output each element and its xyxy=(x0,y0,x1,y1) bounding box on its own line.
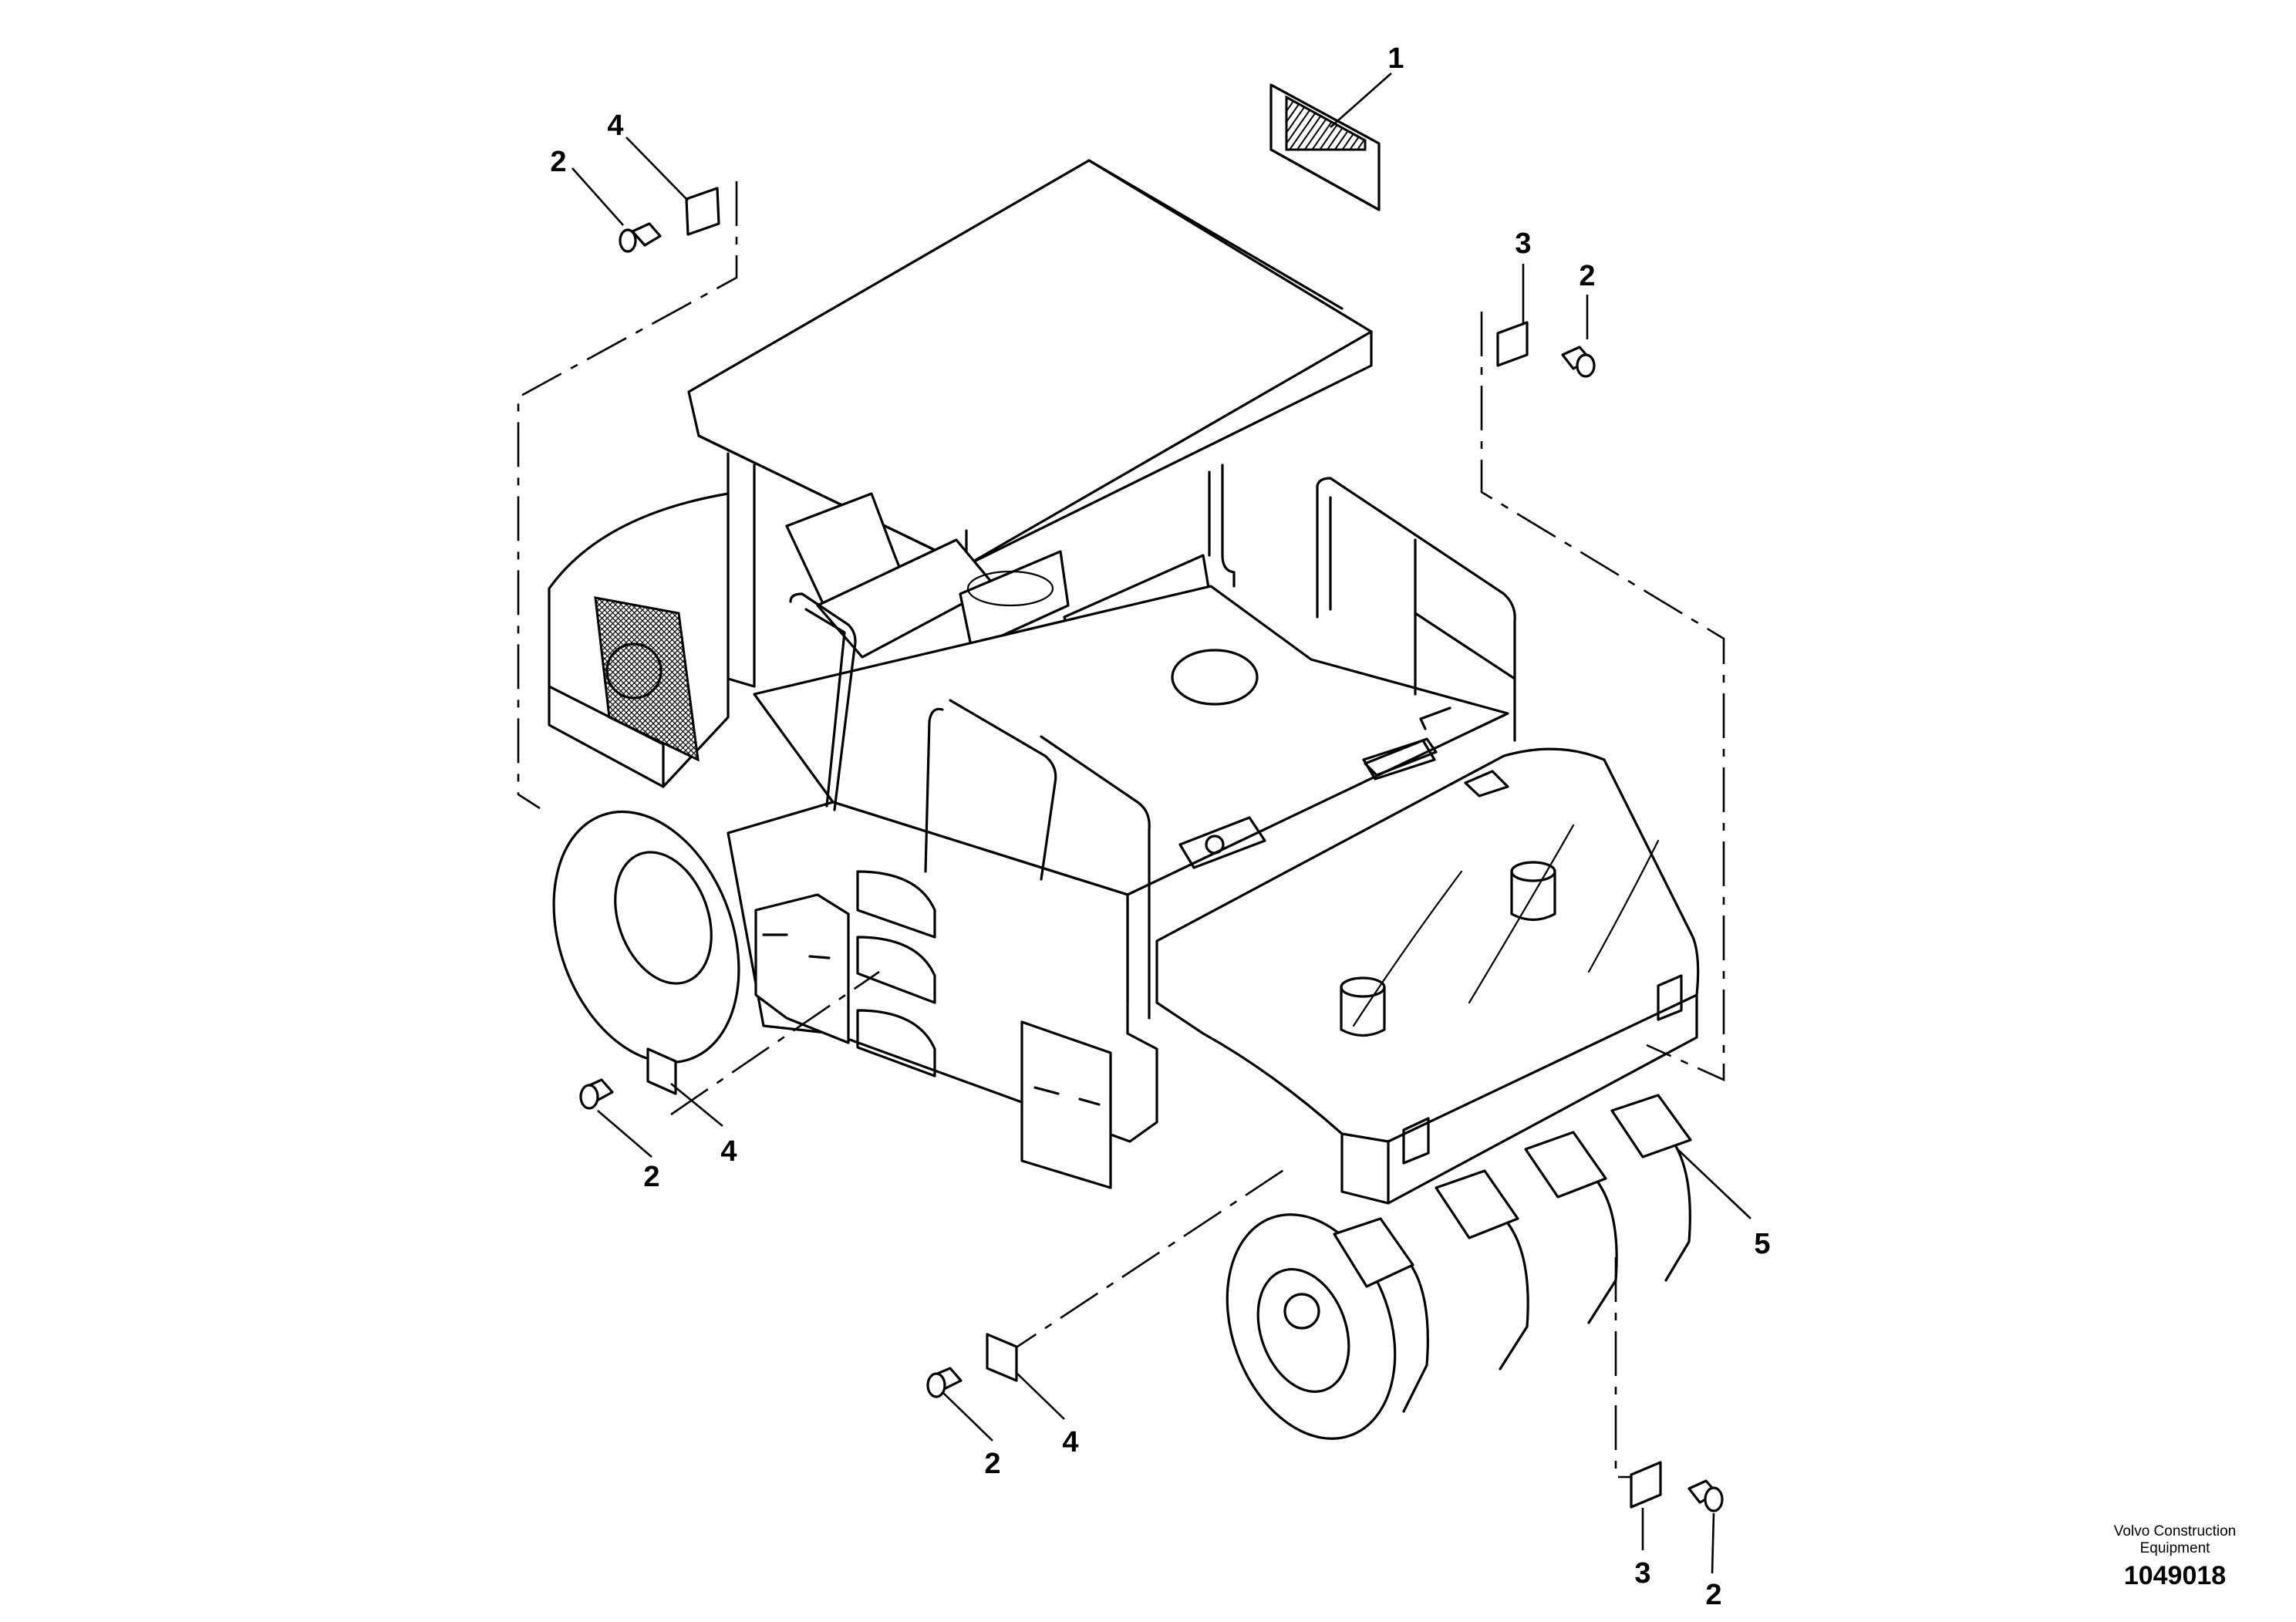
plate-4-top-left xyxy=(685,187,720,236)
warning-decal-part xyxy=(1269,83,1381,211)
callout-3-top-right: 3 xyxy=(1515,228,1531,260)
brand-caption: Volvo Construction Equipment xyxy=(2113,1523,2237,1556)
screw-2-bottom-center xyxy=(926,1367,963,1398)
plate-4-bottom-center xyxy=(986,1333,1018,1382)
screw-2-middle-left xyxy=(579,1078,614,1110)
callout-2-bottom-right: 2 xyxy=(1705,1579,1721,1611)
callout-labels: 1 2 4 3 2 2 4 5 2 4 3 2 xyxy=(550,42,1770,1611)
callout-2-middle-left: 2 xyxy=(643,1161,659,1193)
callout-4-middle-left: 4 xyxy=(720,1135,737,1168)
callout-1: 1 xyxy=(1387,42,1404,75)
screw-2-top-left xyxy=(619,222,662,253)
callout-2-top-right: 2 xyxy=(1579,260,1595,292)
callout-2-top-left: 2 xyxy=(550,146,566,178)
plate-3-top-right xyxy=(1496,321,1529,367)
figure-number: 1049018 xyxy=(2123,1561,2227,1590)
screw-2-top-right xyxy=(1561,346,1596,378)
leader-lines xyxy=(571,73,1752,1574)
plate-3-bottom-right xyxy=(1630,1461,1662,1509)
callout-3-bottom-right: 3 xyxy=(1634,1557,1650,1590)
roller-machine xyxy=(548,159,1700,1440)
callout-2-bottom-center: 2 xyxy=(984,1448,1000,1480)
callout-4-bottom-center: 4 xyxy=(1062,1426,1078,1458)
plate-4-middle-left xyxy=(646,1047,677,1095)
callout-4-top-left: 4 xyxy=(607,110,623,142)
callout-5: 5 xyxy=(1754,1228,1770,1260)
screw-2-bottom-right xyxy=(1687,1479,1724,1512)
